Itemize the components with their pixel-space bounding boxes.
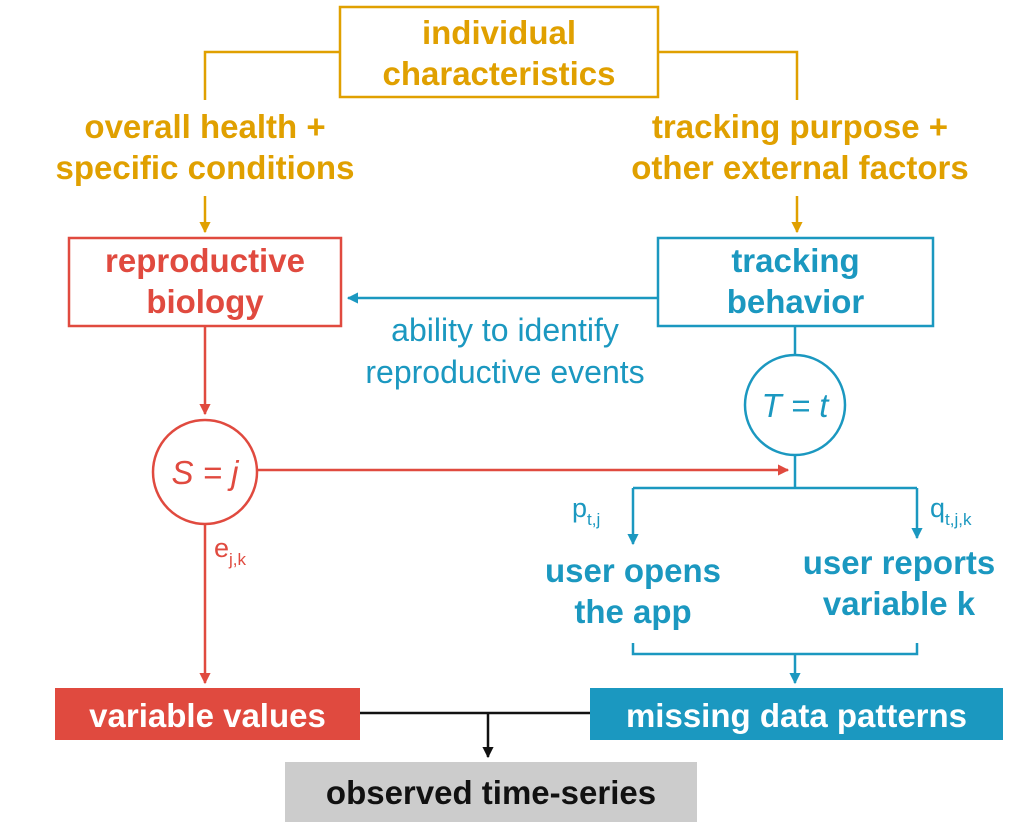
variable-values-box	[55, 688, 360, 740]
ability-line2: reproductive events	[365, 353, 645, 390]
t-node-label: T = t	[761, 387, 829, 424]
p-label-base: p	[572, 493, 588, 523]
ability-line1: ability to identify	[391, 312, 619, 348]
purpose-factors-label: tracking purpose + other external factor…	[600, 106, 1000, 189]
p-label-sub: t,j	[587, 510, 601, 529]
purpose-line1: tracking purpose +	[651, 108, 949, 145]
biology-line2: biology	[146, 283, 264, 321]
s-node-label: S = j	[171, 454, 239, 491]
user-opens-app-label: user opens the app	[513, 550, 753, 633]
q-label-base: q	[930, 493, 946, 523]
missing-data-patterns-box	[590, 688, 1003, 740]
biology-line1: reproductive	[105, 242, 305, 279]
individual-line2: characteristics	[382, 55, 616, 93]
individual-characteristics-label: individual characteristics	[340, 12, 658, 95]
edge-merge-bar	[631, 643, 919, 656]
missing-data-patterns-label: missing data patterns	[625, 697, 968, 734]
behavior-line1: tracking	[731, 242, 860, 279]
e-label-sub: j,k	[229, 550, 247, 569]
edge-individual-to-purpose	[658, 50, 799, 100]
reports-line2: variable k	[822, 585, 976, 623]
edge-individual-to-health	[203, 50, 340, 100]
observed-time-series-box	[285, 762, 697, 822]
reproductive-biology-label: reproductive biology	[69, 240, 341, 323]
purpose-line2: other external factors	[631, 149, 969, 187]
opens-line1: user opens	[544, 552, 722, 589]
health-line1: overall health +	[84, 108, 326, 145]
user-reports-variable-label: user reports variable k	[783, 542, 1015, 625]
tracking-behavior-label: tracking behavior	[658, 240, 933, 323]
variable-values-label: variable values	[89, 697, 326, 734]
individual-line1: individual	[421, 14, 576, 51]
e-label-base: e	[214, 533, 230, 563]
reports-line1: user reports	[802, 544, 996, 581]
p-edge-label: pt,j	[572, 492, 600, 530]
ability-label: ability to identify reproductive events	[330, 310, 680, 393]
observed-time-series-label: observed time-series	[325, 774, 657, 811]
q-edge-label: qt,j,k	[930, 492, 971, 530]
health-factors-label: overall health + specific conditions	[10, 106, 400, 189]
opens-line2: the app	[574, 593, 692, 631]
e-edge-label: ej,k	[214, 532, 246, 570]
health-line2: specific conditions	[55, 149, 355, 187]
q-label-sub: t,j,k	[945, 510, 972, 529]
behavior-line2: behavior	[726, 283, 865, 321]
